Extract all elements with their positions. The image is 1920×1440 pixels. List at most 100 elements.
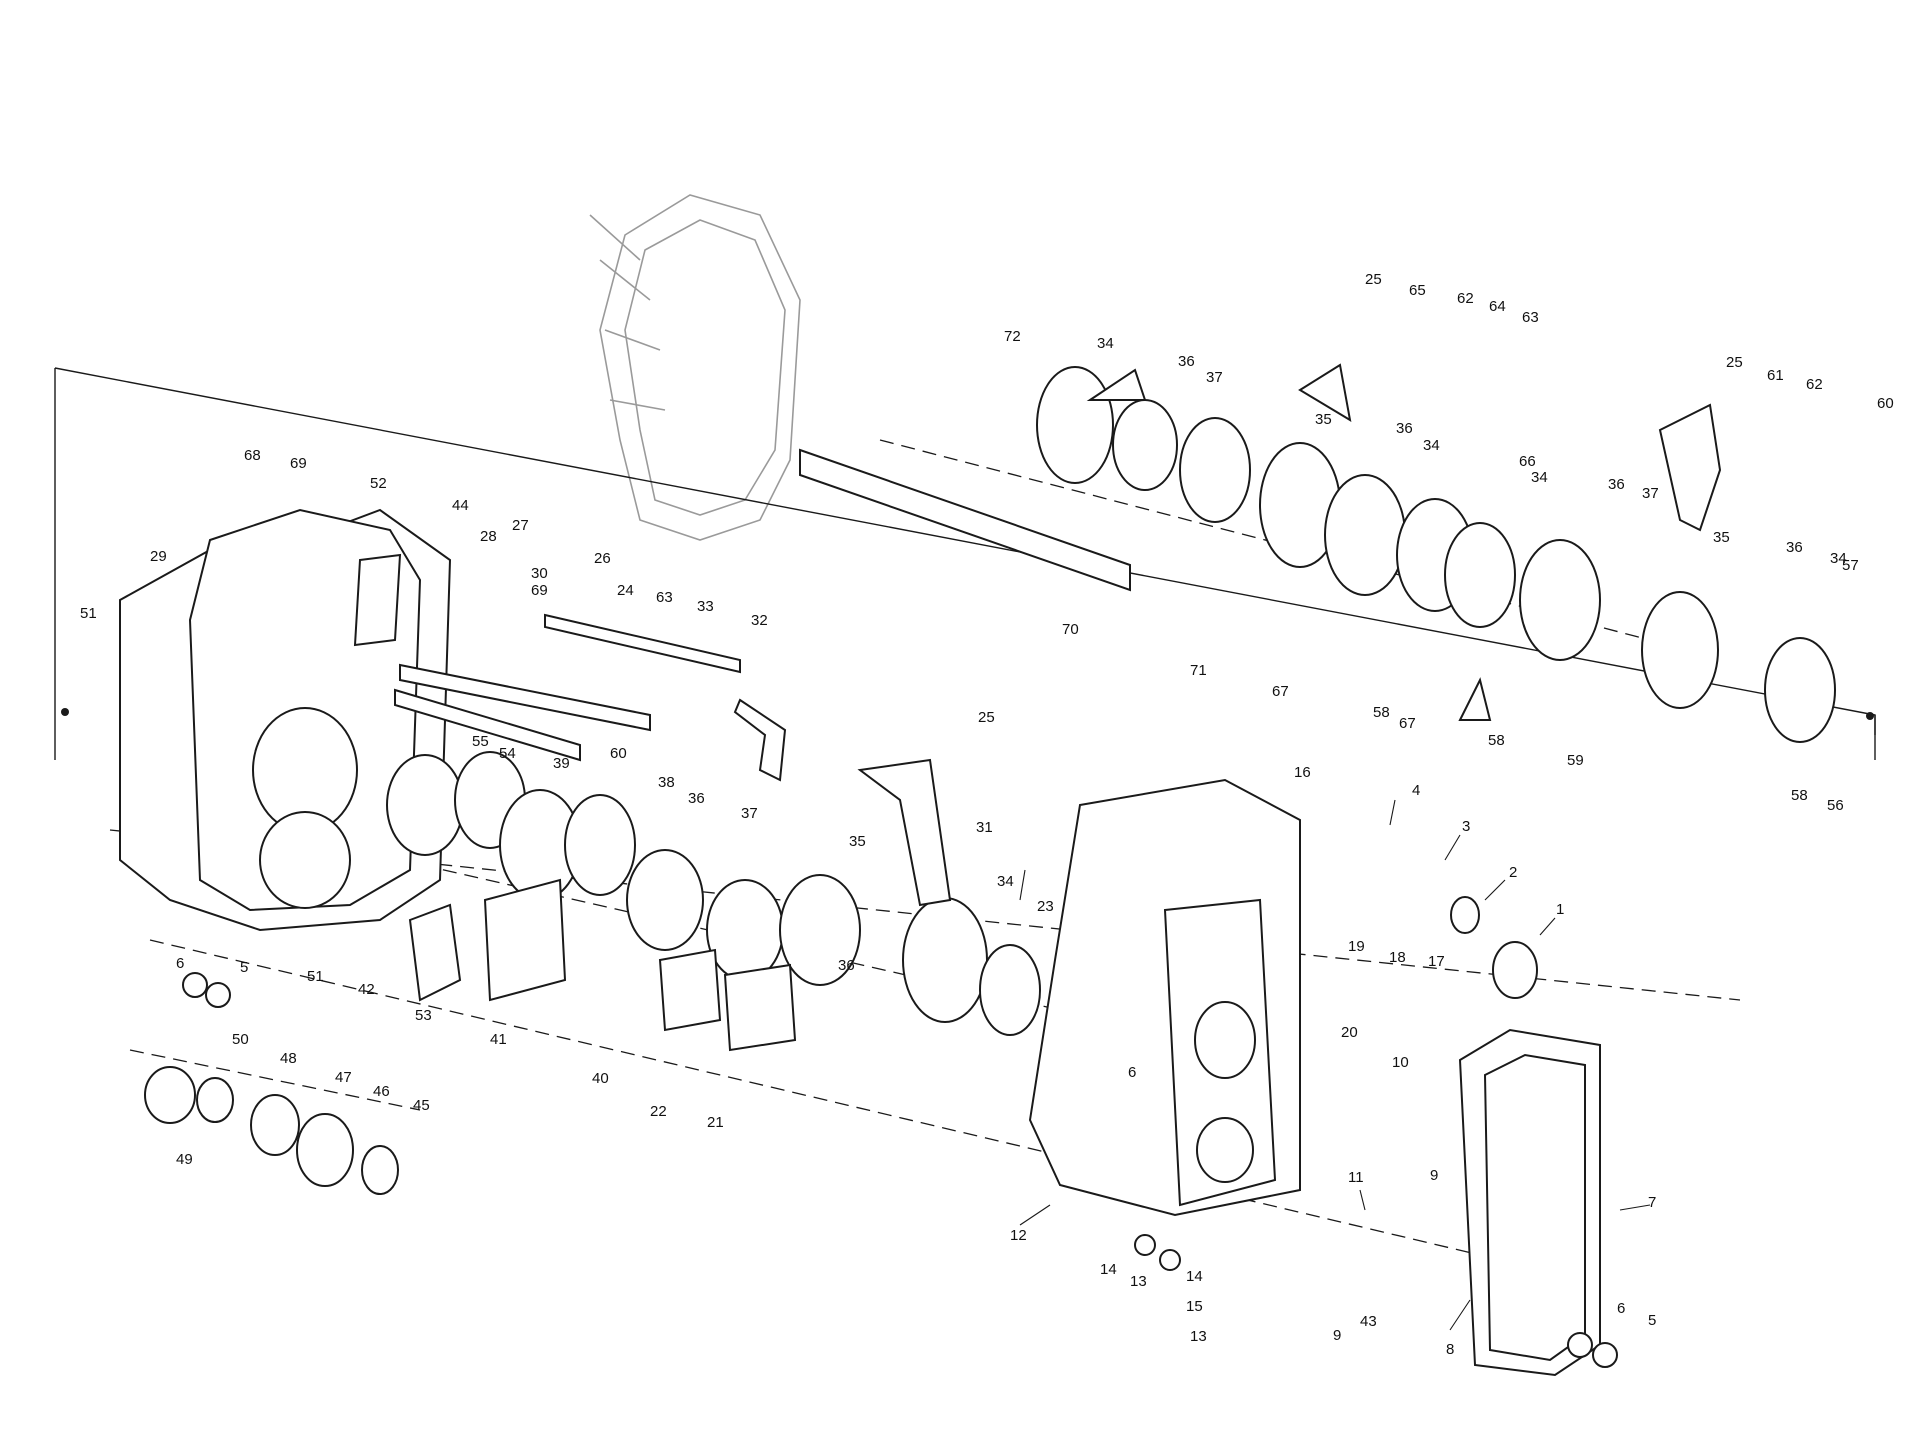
callout-16: 16 (1294, 764, 1311, 781)
callout-26: 26 (594, 550, 611, 567)
small-parts-group (144, 896, 1618, 1368)
callout-58: 58 (1488, 732, 1505, 749)
callout-63: 63 (656, 589, 673, 606)
callout-24: 24 (617, 582, 634, 599)
callout-43: 43 (1360, 1313, 1377, 1330)
callout-36: 36 (1396, 420, 1413, 437)
callout-17: 17 (1428, 953, 1445, 970)
front-gearbox-housing (119, 508, 452, 932)
callout-65: 65 (1409, 282, 1426, 299)
callout-6: 6 (1617, 1300, 1625, 1317)
callout-11: 11 (1348, 1169, 1364, 1186)
callout-40: 40 (592, 1070, 609, 1087)
callout-67: 67 (1272, 683, 1289, 700)
callout-labels: 1 2 3 4 5 5 6 6 6 7 8 9 9 10 11 12 13 13… (80, 271, 1894, 1358)
upper-gear-train (799, 366, 1836, 743)
rear-housing-ghost-outline (589, 194, 801, 541)
callout-34: 34 (1531, 469, 1548, 486)
callout-9: 9 (1430, 1167, 1438, 1184)
callout-71: 71 (1190, 662, 1207, 679)
callout-52: 52 (370, 475, 387, 492)
callout-46: 46 (373, 1083, 390, 1100)
callout-37: 37 (1206, 369, 1223, 386)
callout-63: 63 (1522, 309, 1539, 326)
callout-13: 13 (1130, 1273, 1147, 1290)
callout-20: 20 (1341, 1024, 1358, 1041)
callout-36: 36 (1608, 476, 1625, 493)
callout-5: 5 (240, 959, 248, 976)
callout-34: 34 (1423, 437, 1440, 454)
callout-13: 13 (1190, 1328, 1207, 1345)
callout-51: 51 (307, 968, 324, 985)
callout-33: 33 (697, 598, 714, 615)
callout-56: 56 (1827, 797, 1844, 814)
callout-36: 36 (838, 957, 855, 974)
callout-38: 38 (658, 774, 675, 791)
callout-7: 7 (1648, 1194, 1656, 1211)
callout-58: 58 (1791, 787, 1808, 804)
callout-37: 37 (1642, 485, 1659, 502)
callout-8: 8 (1446, 1341, 1454, 1358)
rear-gearbox-housing (1028, 778, 1301, 1217)
callout-55: 55 (472, 733, 489, 750)
callout-4: 4 (1412, 782, 1420, 799)
callout-62: 62 (1457, 290, 1474, 307)
callout-21: 21 (707, 1114, 724, 1131)
callout-36: 36 (1178, 353, 1195, 370)
lower-gear-train (386, 751, 1041, 1052)
callout-34: 34 (1830, 550, 1847, 567)
callout-53: 53 (415, 1007, 432, 1024)
callout-14: 14 (1100, 1261, 1117, 1278)
callout-60: 60 (1877, 395, 1894, 412)
callout-30: 30 (531, 565, 548, 582)
callout-36: 36 (688, 790, 705, 807)
callout-48: 48 (280, 1050, 297, 1067)
callout-5: 5 (1648, 1312, 1656, 1329)
callout-49: 49 (176, 1151, 193, 1168)
callout-32: 32 (751, 612, 768, 629)
callout-3: 3 (1462, 818, 1470, 835)
callout-36: 36 (1786, 539, 1803, 556)
callout-35: 35 (1315, 411, 1332, 428)
callout-25: 25 (978, 709, 995, 726)
callout-68: 68 (244, 447, 261, 464)
callout-35: 35 (849, 833, 866, 850)
callout-62: 62 (1806, 376, 1823, 393)
callout-23: 23 (1037, 898, 1054, 915)
callout-25: 25 (1726, 354, 1743, 371)
callout-34: 34 (997, 873, 1014, 890)
callout-25: 25 (1365, 271, 1382, 288)
callout-54: 54 (499, 745, 516, 762)
callout-64: 64 (1489, 298, 1506, 315)
callout-27: 27 (512, 517, 529, 534)
callout-59: 59 (1567, 752, 1584, 769)
callout-37: 37 (741, 805, 758, 822)
callout-9: 9 (1333, 1327, 1341, 1344)
callout-28: 28 (480, 528, 497, 545)
callout-66: 66 (1519, 453, 1536, 470)
callout-34: 34 (1097, 335, 1114, 352)
callout-15: 15 (1186, 1298, 1203, 1315)
callout-42: 42 (358, 981, 375, 998)
callout-10: 10 (1392, 1054, 1409, 1071)
callout-2: 2 (1509, 864, 1517, 881)
callout-69: 69 (531, 582, 548, 599)
callout-69: 69 (290, 455, 307, 472)
callout-58: 58 (1373, 704, 1390, 721)
callout-57: 57 (1842, 557, 1859, 574)
callout-6: 6 (1128, 1064, 1136, 1081)
callout-61: 61 (1767, 367, 1784, 384)
callout-67: 67 (1399, 715, 1416, 732)
callout-41: 41 (490, 1031, 507, 1048)
callout-70: 70 (1062, 621, 1079, 638)
callout-50: 50 (232, 1031, 249, 1048)
callout-19: 19 (1348, 938, 1365, 955)
callout-6: 6 (176, 955, 184, 972)
leader-lines (1019, 799, 1651, 1331)
side-cover (1458, 1028, 1601, 1377)
callout-72: 72 (1004, 328, 1021, 345)
assembly-frame (54, 367, 1876, 760)
callout-1: 1 (1556, 901, 1564, 918)
callout-60: 60 (610, 745, 627, 762)
